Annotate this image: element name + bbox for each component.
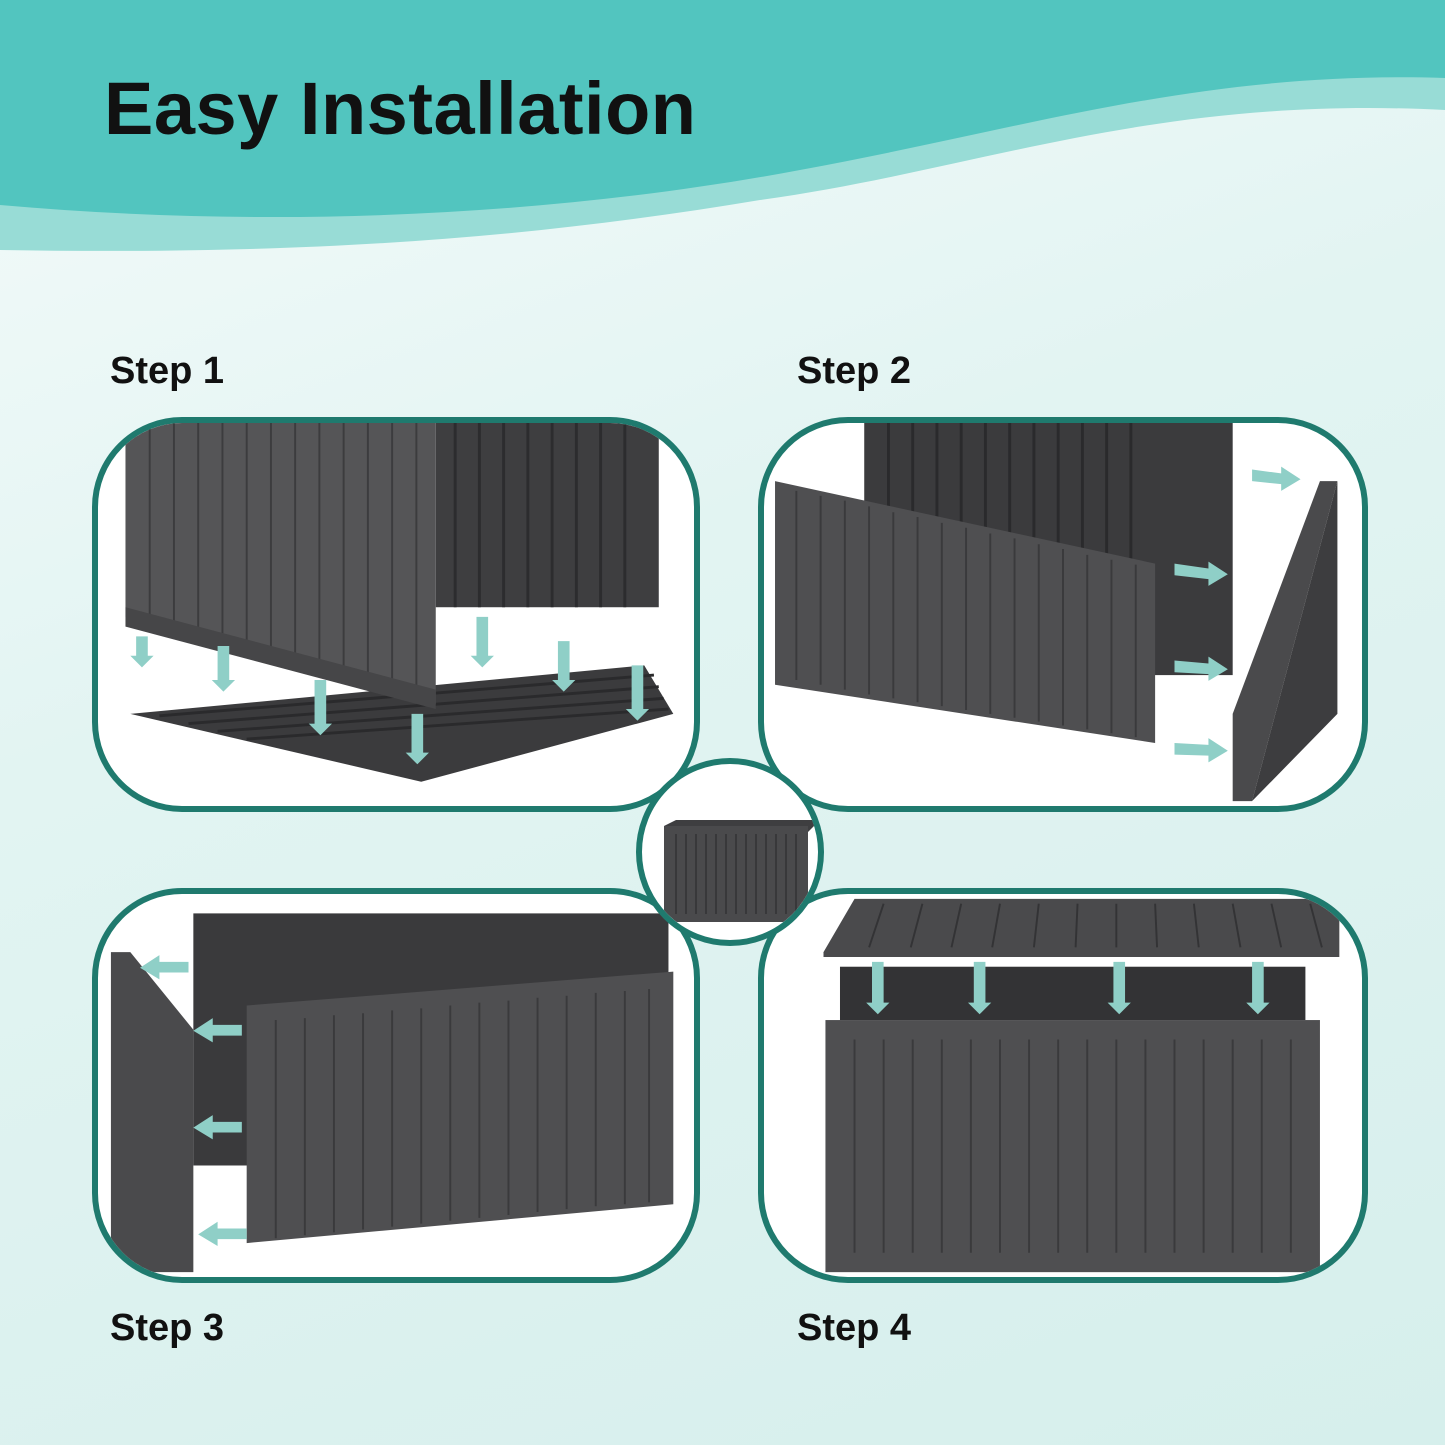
second-side-panel-icon xyxy=(110,913,674,1273)
assembled-box-badge xyxy=(636,758,824,946)
step-1-panel xyxy=(92,417,700,812)
header-banner: Easy Installation xyxy=(0,0,1445,270)
floor-and-back-panel-icon xyxy=(125,423,674,782)
step-3-label: Step 3 xyxy=(110,1307,225,1349)
front-and-side-panel-icon xyxy=(775,423,1338,802)
step-4-label: Step 4 xyxy=(797,1307,912,1349)
assembled-storage-box-icon xyxy=(664,820,818,922)
step-1-label: Step 1 xyxy=(110,350,225,392)
page-title: Easy Installation xyxy=(104,67,697,150)
step-2-label: Step 2 xyxy=(797,350,912,392)
step-2-panel xyxy=(758,417,1368,812)
lid-attachment-icon xyxy=(823,898,1340,1273)
step-4-panel xyxy=(758,888,1368,1283)
wave-background xyxy=(0,0,1445,251)
step-3-panel xyxy=(92,888,700,1283)
